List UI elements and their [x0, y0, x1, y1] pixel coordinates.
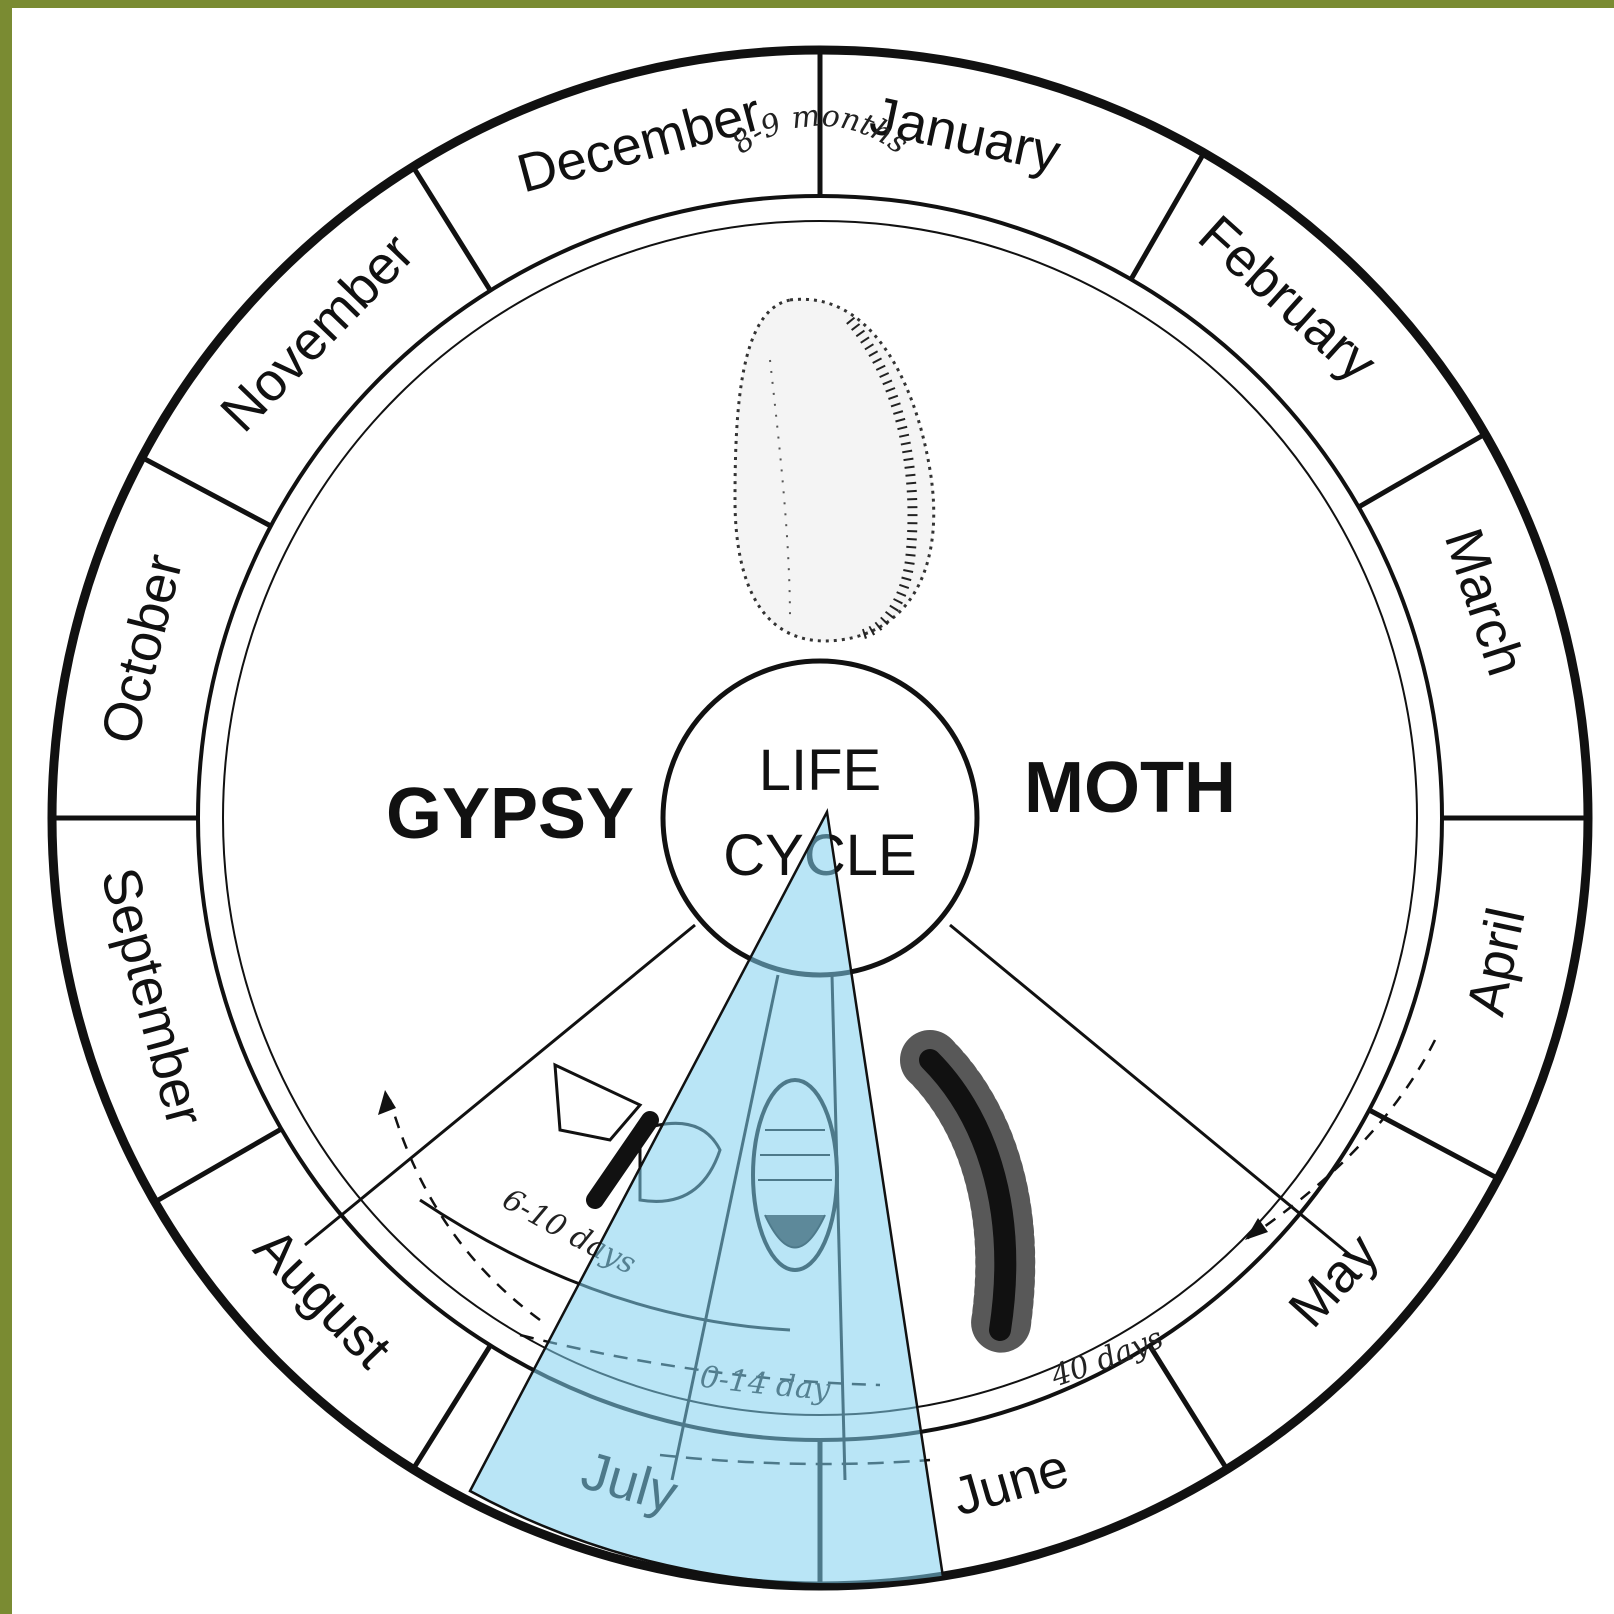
title-left: GYPSY: [386, 774, 634, 854]
title-right: MOTH: [1024, 748, 1236, 828]
center-line-1: LIFE: [759, 738, 882, 803]
